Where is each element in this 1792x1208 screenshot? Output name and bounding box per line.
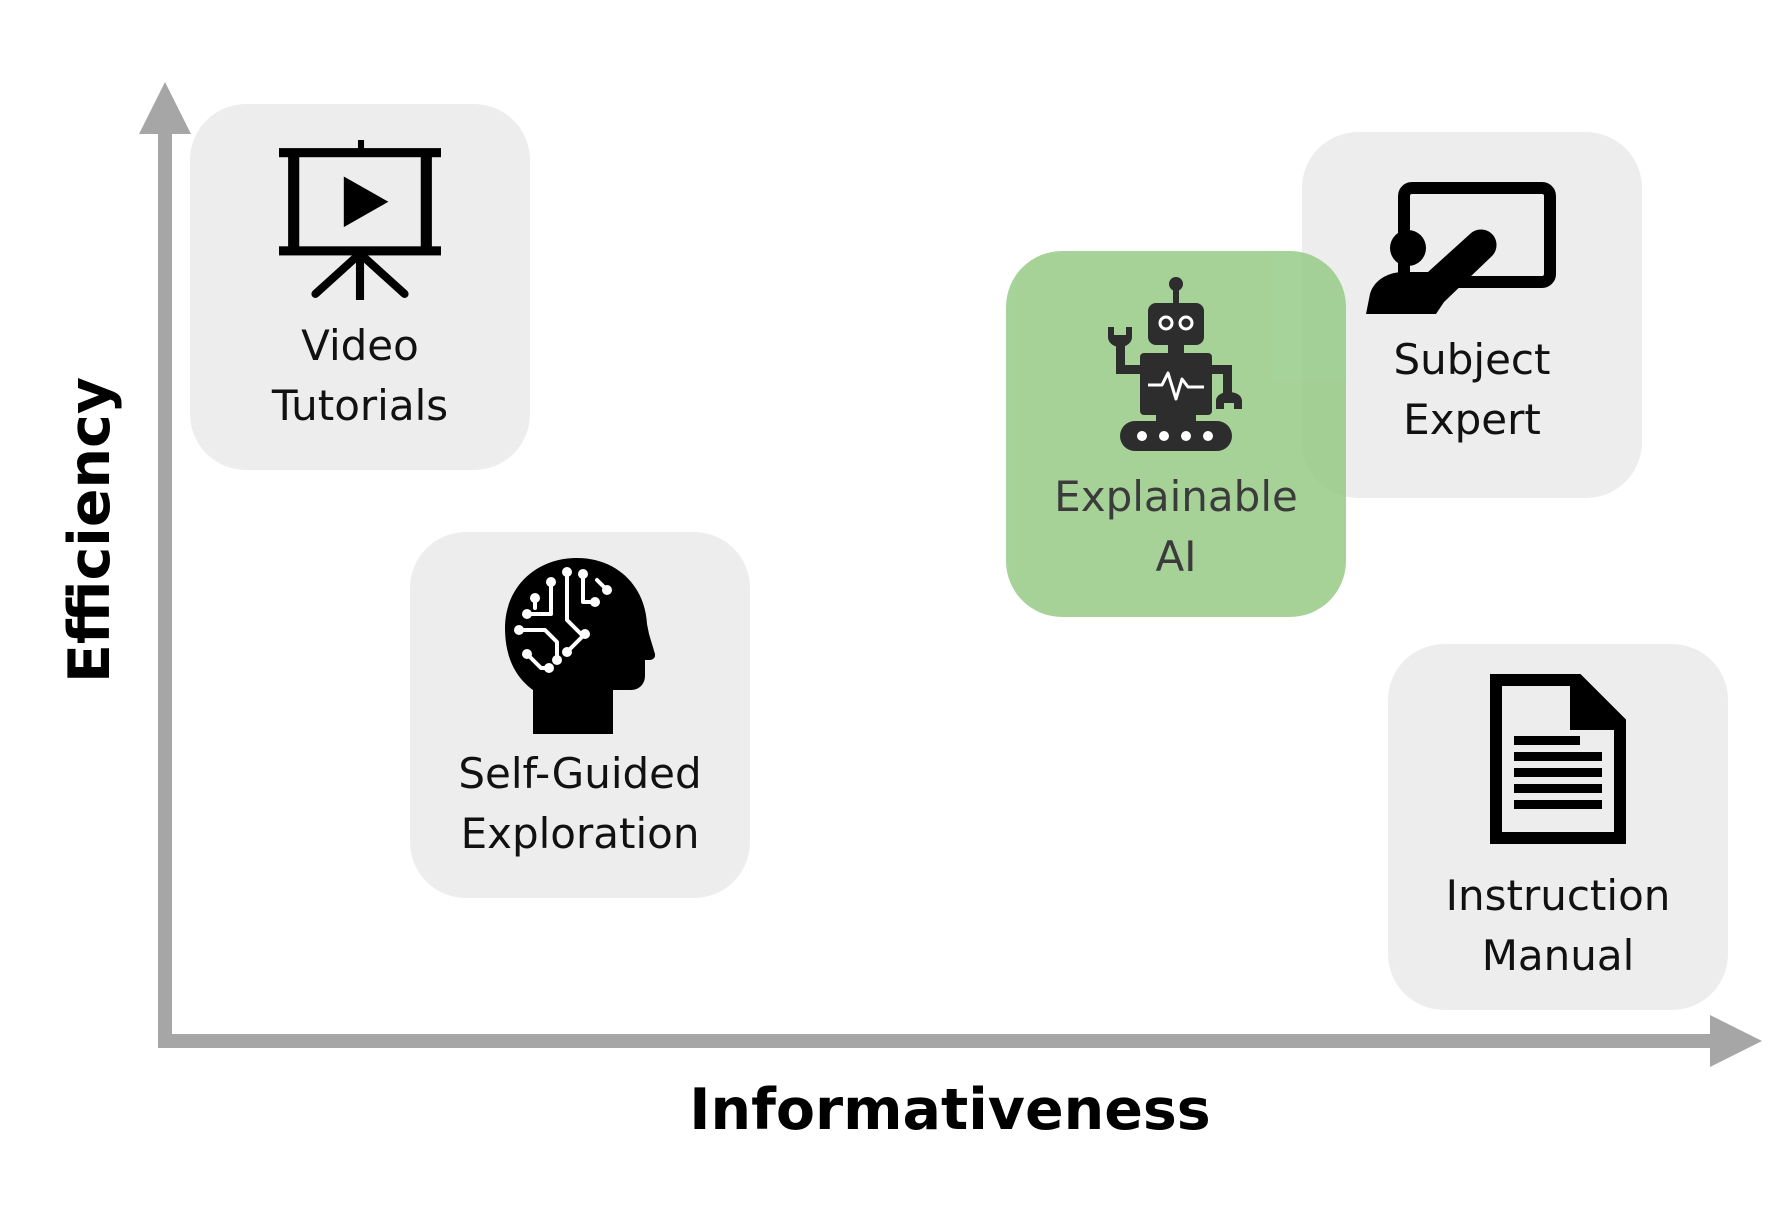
y-axis-title: Efficiency xyxy=(57,377,123,684)
y-axis-arrowhead xyxy=(139,82,191,134)
ai-brain-head-icon xyxy=(505,558,655,734)
document-icon xyxy=(1490,674,1626,844)
robot-icon xyxy=(1108,277,1242,451)
x-axis-title: Informativeness xyxy=(689,1077,1211,1143)
presentation-play-icon xyxy=(279,140,441,300)
card-video-tutorials: Video Tutorials xyxy=(190,104,530,470)
teacher-board-icon xyxy=(1365,182,1556,314)
card-subject-expert: Subject Expert xyxy=(1302,132,1642,498)
card-explainable-ai: Explainable AI xyxy=(1006,251,1346,617)
card-label: Subject Expert xyxy=(1393,335,1551,444)
x-axis-arrowhead xyxy=(1710,1015,1762,1067)
card-label: Instruction Manual xyxy=(1445,871,1671,980)
card-instruction-manual: Instruction Manual xyxy=(1388,644,1728,1010)
card-label: Self-Guided Exploration xyxy=(458,749,702,858)
card-label: Explainable AI xyxy=(1054,472,1298,581)
card-self-guided-exploration: Self-Guided Exploration xyxy=(410,532,750,898)
card-label: Video Tutorials xyxy=(271,321,449,430)
